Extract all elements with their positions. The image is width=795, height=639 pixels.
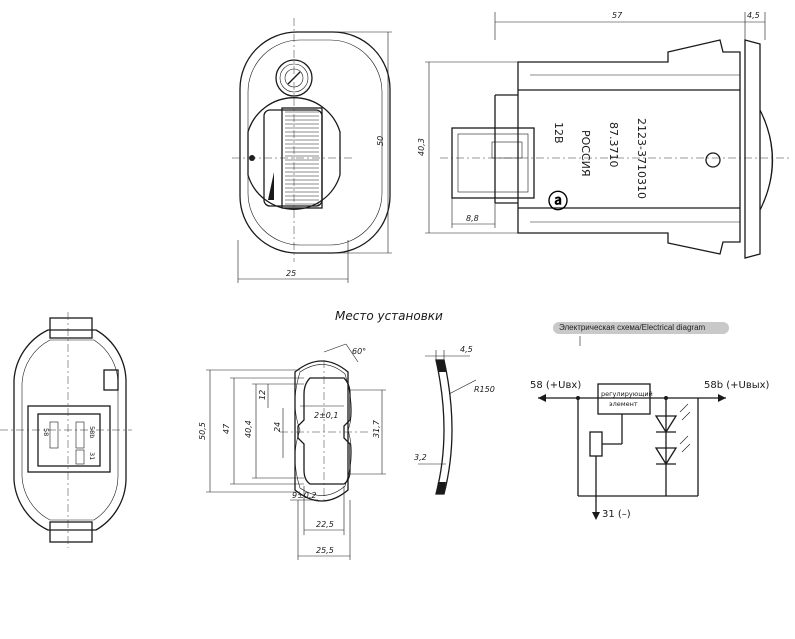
dim-h47: 47 bbox=[222, 423, 231, 434]
dim-slot-width: 2±0,1 bbox=[314, 411, 339, 420]
input-label: 58 (+Uвх) bbox=[530, 380, 581, 391]
dim-connector-length: 8,8 bbox=[466, 214, 479, 223]
mounting-cutout: 50,5 47 40,4 12 24 2±0,1 31,7 60° 9±0,2 … bbox=[198, 343, 386, 560]
side-view: 57 4,5 2123-3710310 87.3710 РОССИЯ 12В ⓐ… bbox=[417, 11, 790, 259]
knurl bbox=[285, 111, 319, 205]
marking-country: РОССИЯ bbox=[579, 130, 592, 177]
marking-voltage: 12В bbox=[552, 122, 565, 144]
dim-front-height: 50 bbox=[376, 136, 385, 146]
dim-255: 25,5 bbox=[316, 546, 334, 555]
electrical-diagram-title: Электрическая схема/Electrical diagram bbox=[553, 322, 729, 334]
dim-radius: R150 bbox=[474, 385, 495, 394]
dim-angle: 60° bbox=[352, 347, 366, 356]
led-upper bbox=[654, 403, 691, 434]
regulator-text-2: элемент bbox=[609, 400, 638, 408]
regulator-text-1: регулирующий bbox=[601, 390, 653, 398]
output-label: 58b (+Uвых) bbox=[704, 380, 770, 391]
dim-225: 22,5 bbox=[316, 520, 334, 529]
marking-part-number: 2123-3710310 bbox=[635, 118, 648, 199]
dim-side-cap: 4,5 bbox=[747, 11, 760, 20]
front-view: 50 25 bbox=[232, 18, 392, 283]
regulator-box bbox=[597, 383, 651, 415]
dim-h404: 40,4 bbox=[244, 420, 253, 438]
dim-32: 3,2 bbox=[414, 453, 427, 462]
dim-side-length: 57 bbox=[612, 11, 623, 20]
dim-front-width: 25 bbox=[286, 269, 296, 278]
dim-317: 31,7 bbox=[372, 419, 381, 438]
back-view: 58 58b 31 bbox=[0, 312, 132, 548]
ground-label: 31 (–) bbox=[602, 509, 631, 520]
resistor bbox=[589, 431, 603, 457]
panel-section: 4,5 R150 3,2 bbox=[414, 345, 495, 495]
certification-logo: ⓐ bbox=[548, 189, 568, 213]
pin-58b: 58b bbox=[88, 426, 96, 438]
pin-31: 31 bbox=[88, 452, 96, 460]
mounting-title: Место установки bbox=[335, 309, 443, 323]
marking-code: 87.3710 bbox=[607, 122, 620, 168]
dim-thickness: 4,5 bbox=[460, 345, 473, 354]
led-lower bbox=[654, 435, 691, 466]
dim-outer-height: 50,5 bbox=[198, 422, 207, 440]
circuit-diagram: 58 (+Uвх) 58b (+Uвых) регулирующий элеме… bbox=[530, 336, 770, 520]
pin-58: 58 bbox=[42, 428, 50, 436]
dim-12: 12 bbox=[258, 390, 267, 400]
dim-24: 24 bbox=[273, 422, 282, 432]
dim-side-height: 40,3 bbox=[417, 138, 426, 156]
